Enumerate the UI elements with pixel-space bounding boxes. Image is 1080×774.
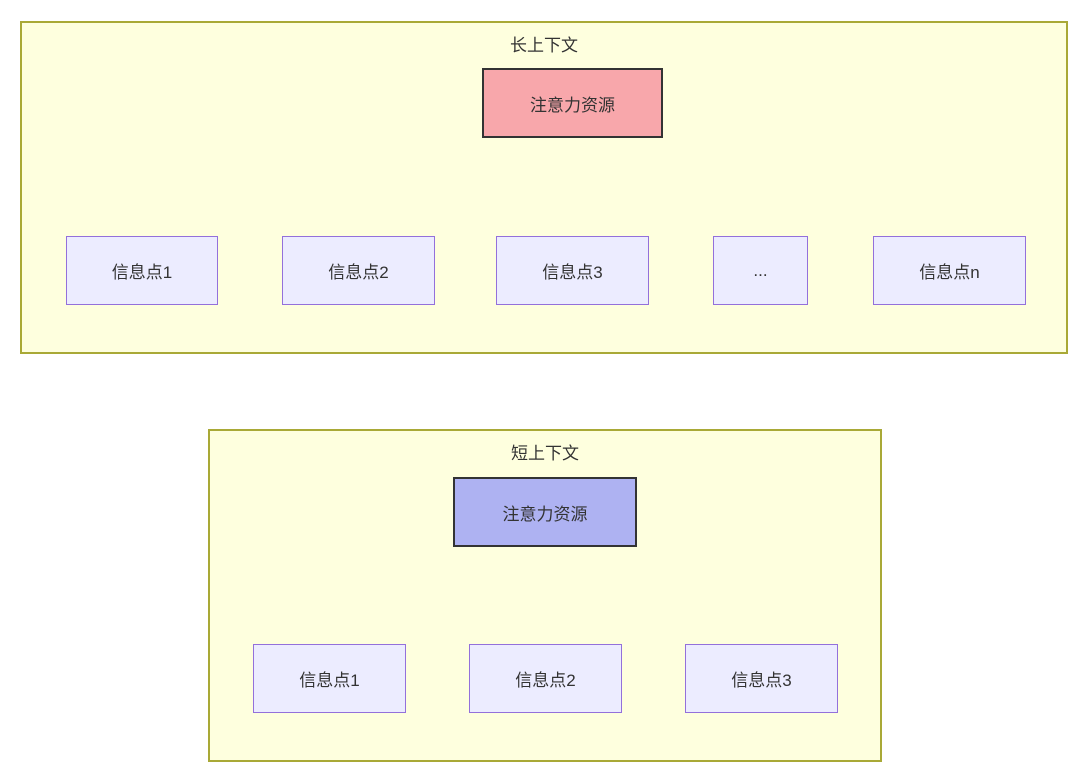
long-info-label-2: 信息点2: [328, 263, 389, 282]
short-info-node-2: 信息点2: [469, 644, 622, 713]
short-context-title: 短上下文: [511, 444, 579, 463]
short-info-label-3: 信息点3: [731, 671, 792, 690]
long-info-label-3: 信息点3: [542, 263, 603, 282]
long-info-label-ellipsis: ...: [753, 260, 768, 280]
short-info-node-1: 信息点1: [253, 644, 406, 713]
long-attention-node: 注意力资源: [482, 68, 663, 138]
long-context-title: 长上下文: [510, 36, 578, 55]
long-info-node-3: 信息点3: [496, 236, 649, 305]
short-attention-node: 注意力资源: [453, 477, 637, 547]
short-info-label-2: 信息点2: [515, 671, 576, 690]
short-info-label-1: 信息点1: [299, 671, 360, 690]
long-info-node-1: 信息点1: [66, 236, 218, 305]
long-info-node-2: 信息点2: [282, 236, 435, 305]
long-info-node-ellipsis: ...: [713, 236, 808, 305]
short-attention-label: 注意力资源: [502, 504, 588, 524]
short-info-node-3: 信息点3: [685, 644, 838, 713]
long-info-label-n: 信息点n: [919, 263, 980, 282]
long-attention-label: 注意力资源: [530, 95, 615, 115]
long-info-label-1: 信息点1: [111, 263, 173, 282]
long-info-node-n: 信息点n: [873, 236, 1026, 305]
